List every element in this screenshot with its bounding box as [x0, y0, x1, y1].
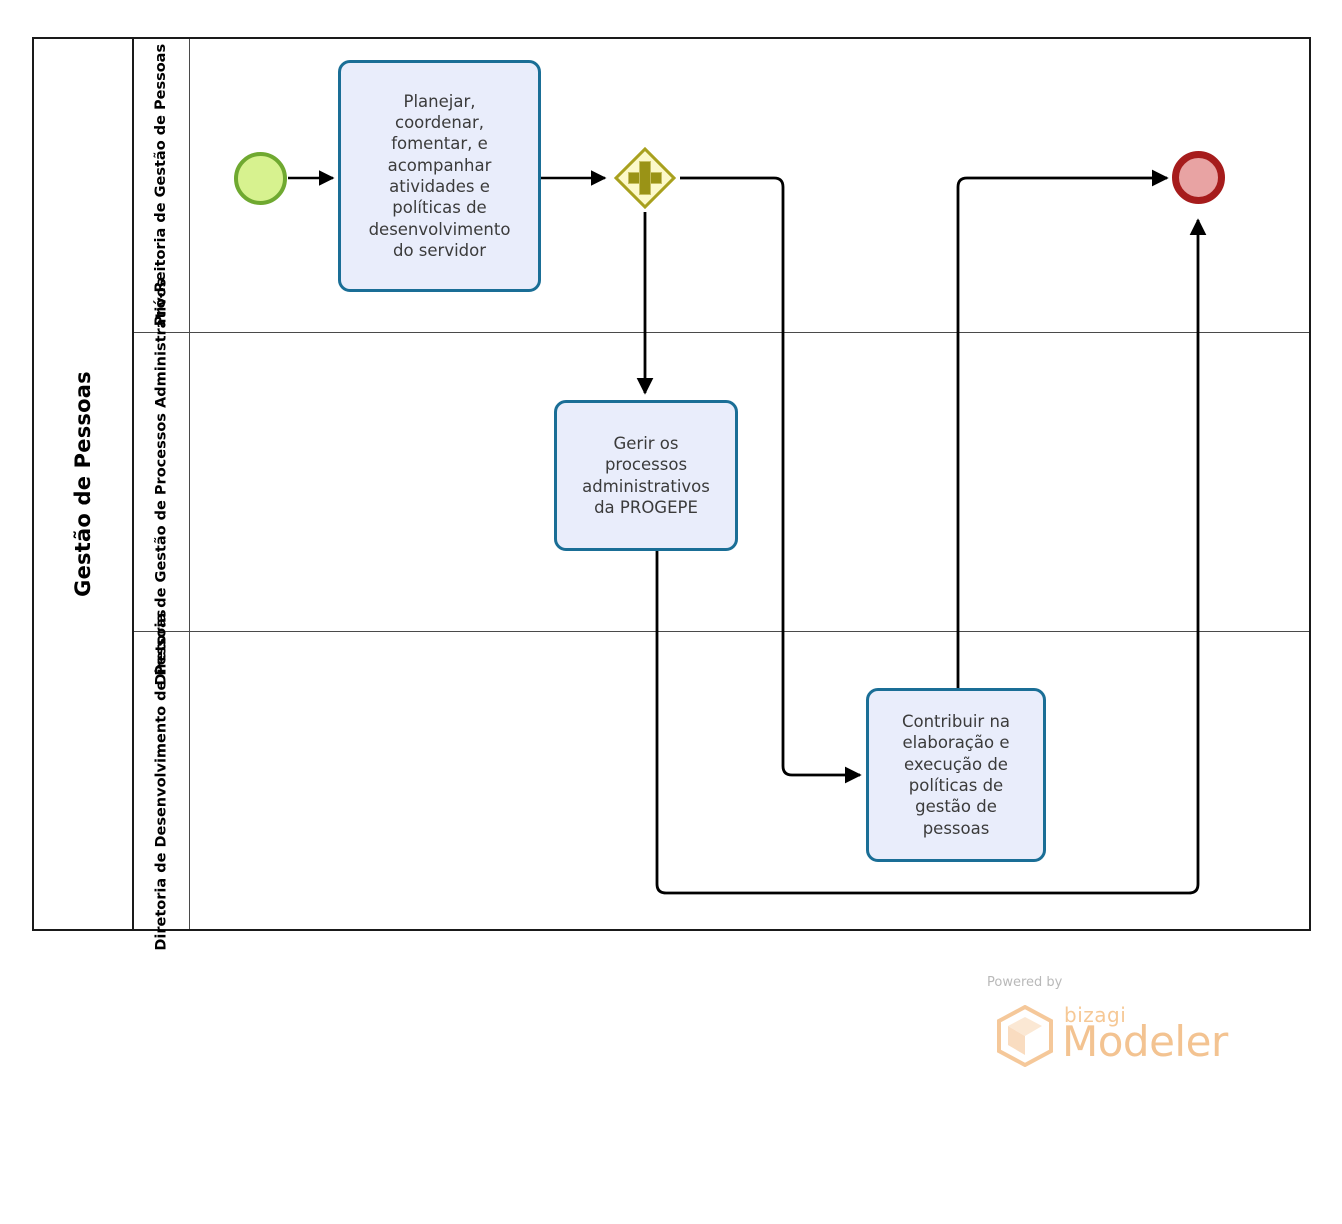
task-contribuir-label: Contribuir na elaboração e execução de p…: [901, 712, 1011, 838]
task-gerir-label: Gerir os processos administrativos da PR…: [582, 433, 710, 517]
flow-contribuir-to-end[interactable]: [956, 169, 1169, 688]
flow-gerir-to-end[interactable]: [655, 218, 1207, 895]
powered-by-label: Powered by: [987, 975, 1063, 990]
lane-processos-administrativos[interactable]: Diretoria de Gestão de Processos Adminis…: [134, 279, 1309, 685]
lane-desenvolvimento-de-pessoas[interactable]: Diretoria de Desenvolvimento de Pessoas: [134, 610, 1309, 951]
start-event[interactable]: [234, 152, 287, 205]
bizagi-brand-text: bizagi: [1064, 1003, 1127, 1027]
end-event[interactable]: [1172, 151, 1225, 204]
task-planejar-label: Planejar, coordenar, fomentar, e acompan…: [368, 91, 511, 260]
lane-pro-reitoria[interactable]: Pró-Reitoria de Gestão de Pessoas: [134, 39, 1309, 332]
pool-header: Gestão de Pessoas: [34, 39, 134, 929]
bizagi-hexagon-logo: [997, 1005, 1053, 1067]
task-contribuir[interactable]: Contribuir na elaboração e execução de p…: [866, 688, 1046, 862]
bizagi-watermark: Powered by bizagi Modeler: [987, 975, 1247, 1070]
lane-header-desenvolvimento-de-pessoas: Diretoria de Desenvolvimento de Pessoas: [134, 610, 190, 951]
parallel-plus-icon-vertical: [639, 161, 651, 195]
parallel-gateway[interactable]: [613, 146, 677, 210]
flow-gateway-to-contribuir[interactable]: [680, 176, 862, 784]
lane-header-processos-administrativos: Diretoria de Gestão de Processos Adminis…: [134, 279, 190, 685]
task-planejar[interactable]: Planejar, coordenar, fomentar, e acompan…: [338, 60, 541, 292]
lane-container: Pró-Reitoria de Gestão de Pessoas Direto…: [134, 39, 1309, 951]
modeler-product-text: Modeler: [1062, 1017, 1228, 1066]
lane-header-pro-reitoria: Pró-Reitoria de Gestão de Pessoas: [134, 39, 190, 332]
task-gerir[interactable]: Gerir os processos administrativos da PR…: [554, 400, 738, 551]
